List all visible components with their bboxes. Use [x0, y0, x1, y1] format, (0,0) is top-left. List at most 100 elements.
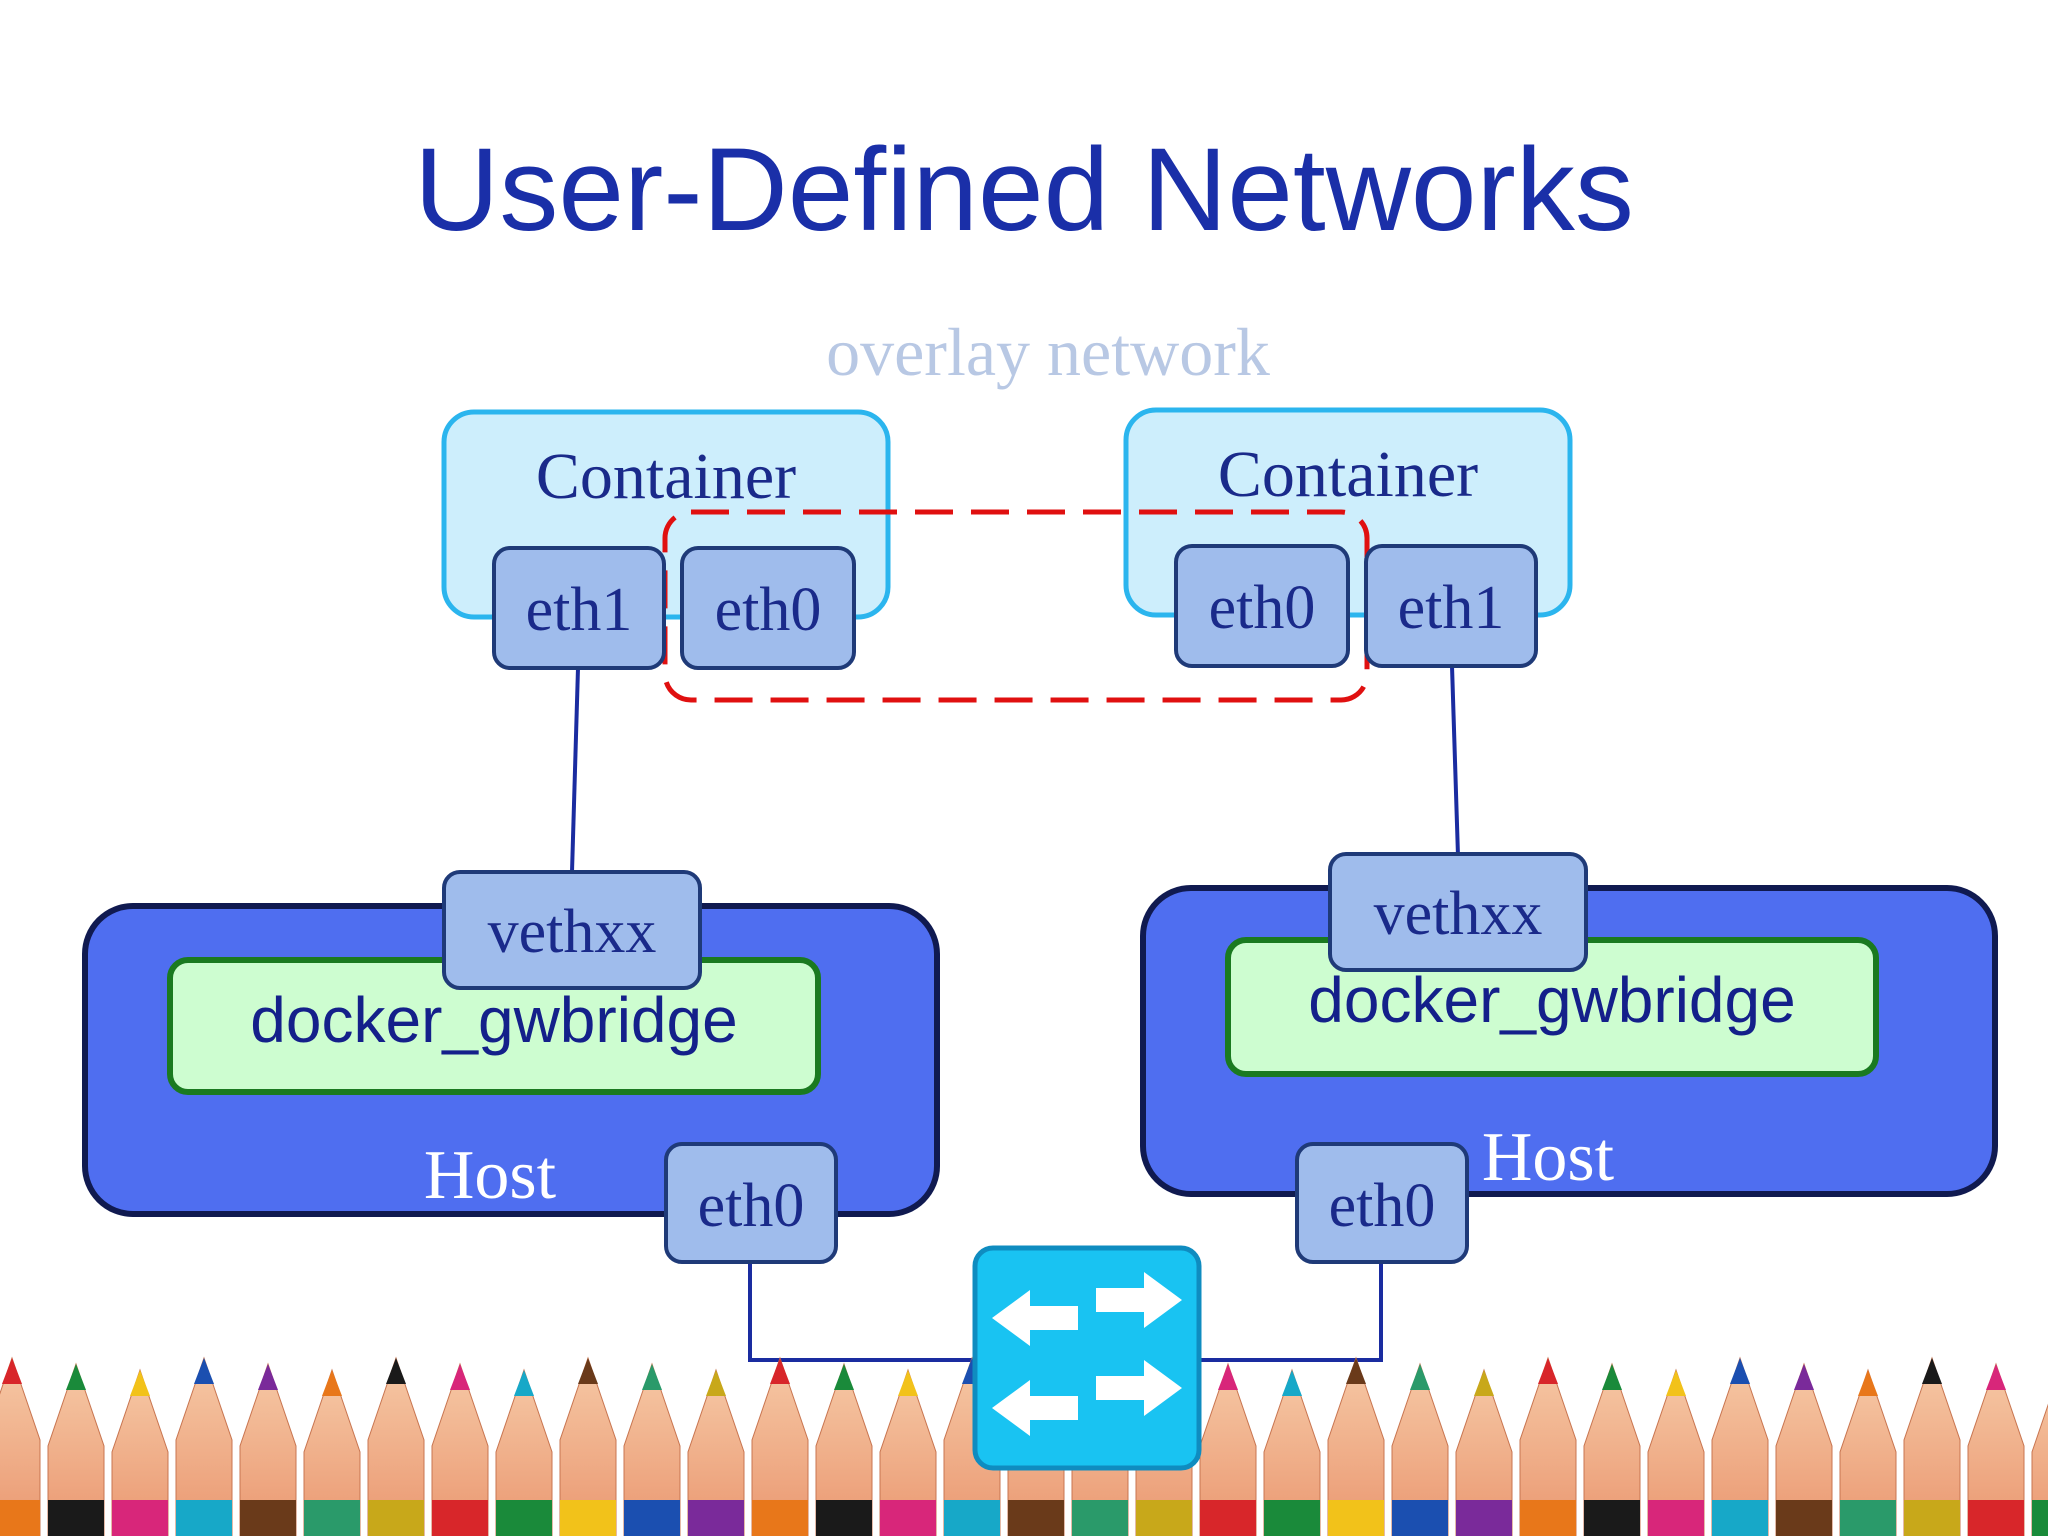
- pencil-tip: [770, 1358, 790, 1384]
- left-host: docker_gwbridge Host vethxx eth0: [82, 870, 940, 1264]
- pencil-shaft: [111, 1368, 169, 1536]
- left-container-label: Container: [536, 440, 796, 513]
- left-container-eth0-label: eth0: [715, 576, 822, 644]
- left-host-veth-label: vethxx: [488, 898, 657, 966]
- right-host: docker_gwbridge Host vethxx eth0: [1140, 852, 1998, 1264]
- link-left-host-switch: [748, 1262, 975, 1362]
- pencil-shaft: [751, 1356, 809, 1536]
- overlay-network-label: overlay network: [826, 314, 1270, 390]
- pencil-shaft: [47, 1362, 105, 1536]
- pencil-tip: [1858, 1370, 1878, 1396]
- left-bridge-label: docker_gwbridge: [250, 984, 737, 1056]
- pencil-tip: [1474, 1370, 1494, 1396]
- pencil-tip: [2, 1358, 22, 1384]
- pencil-tip: [1410, 1364, 1430, 1390]
- pencil-body: [560, 1500, 616, 1536]
- pencil-body: [1840, 1500, 1896, 1536]
- pencil-body: [1776, 1500, 1832, 1536]
- pencil-shaft: [431, 1362, 489, 1536]
- pencil-shaft: [815, 1362, 873, 1536]
- pencil-body: [1136, 1500, 1192, 1536]
- pencil-body: [688, 1500, 744, 1536]
- pencil-shaft: [239, 1362, 297, 1536]
- pencil-tip: [1666, 1370, 1686, 1396]
- right-container-eth0: eth0: [1174, 544, 1350, 668]
- pencil-shaft: [1903, 1356, 1961, 1536]
- pencil-tip: [322, 1370, 342, 1396]
- pencil-body: [368, 1500, 424, 1536]
- right-host-label: Host: [1482, 1119, 1615, 1196]
- pencil-body: [1584, 1500, 1640, 1536]
- pencil-shaft: [1647, 1368, 1705, 1536]
- pencil-shaft: [1583, 1362, 1641, 1536]
- pencil-body: [944, 1500, 1000, 1536]
- pencil-body: [1072, 1500, 1128, 1536]
- pencil-shaft: [1327, 1356, 1385, 1536]
- pencil-body: [1968, 1500, 2024, 1536]
- pencil-tip: [1602, 1364, 1622, 1390]
- pencil-tip: [1538, 1358, 1558, 1384]
- right-host-eth0-label: eth0: [1329, 1172, 1436, 1240]
- pencil-shaft: [1839, 1368, 1897, 1536]
- pencil-shaft: [0, 1356, 41, 1536]
- pencil-tip: [66, 1364, 86, 1390]
- network-switch-icon: [972, 1245, 1202, 1471]
- pencil-body: [1904, 1500, 1960, 1536]
- pencil-shaft: [303, 1368, 361, 1536]
- pencil-body: [1712, 1500, 1768, 1536]
- pencil-body: [48, 1500, 104, 1536]
- pencil-body: [1264, 1500, 1320, 1536]
- left-host-eth0-label: eth0: [698, 1172, 805, 1240]
- pencil-body: [112, 1500, 168, 1536]
- pencil-shaft: [1391, 1362, 1449, 1536]
- network-links: [570, 665, 1460, 1362]
- pencil-body: [624, 1500, 680, 1536]
- link-right-host-switch: [1200, 1262, 1383, 1362]
- left-container-eth0: eth0: [680, 546, 856, 670]
- pencil-body: [1648, 1500, 1704, 1536]
- pencil-shaft: [1263, 1368, 1321, 1536]
- pencil-body: [176, 1500, 232, 1536]
- slide-title: User-Defined Networks: [414, 124, 1634, 256]
- left-container-eth1-label: eth1: [526, 576, 633, 644]
- pencil-tip: [386, 1358, 406, 1384]
- pencil-shaft: [1455, 1368, 1513, 1536]
- pencil-tip: [450, 1364, 470, 1390]
- pencil-shaft: [687, 1368, 745, 1536]
- right-container-eth1-label: eth1: [1398, 574, 1505, 642]
- pencil-shaft: [623, 1362, 681, 1536]
- right-container-label: Container: [1218, 438, 1478, 511]
- right-host-veth-label: vethxx: [1374, 880, 1543, 948]
- pencil-tip: [1218, 1364, 1238, 1390]
- pencil-body: [1392, 1500, 1448, 1536]
- pencil-body: [496, 1500, 552, 1536]
- pencil-shaft: [1711, 1356, 1769, 1536]
- left-host-veth: vethxx: [442, 870, 702, 990]
- right-host-eth0: eth0: [1295, 1142, 1469, 1264]
- pencil-tip: [1730, 1358, 1750, 1384]
- pencil-tip: [1794, 1364, 1814, 1390]
- pencil-shaft: [559, 1356, 617, 1536]
- pencil-body: [432, 1500, 488, 1536]
- pencil-shaft: [1967, 1362, 2025, 1536]
- pencil-tip: [642, 1364, 662, 1390]
- pencil-tip: [258, 1364, 278, 1390]
- right-container-eth1: eth1: [1364, 544, 1538, 668]
- left-host-eth0: eth0: [664, 1142, 838, 1264]
- pencil-body: [1520, 1500, 1576, 1536]
- pencil-tip: [1282, 1370, 1302, 1396]
- pencil-tip: [1922, 1358, 1942, 1384]
- left-container-eth1: eth1: [492, 546, 666, 670]
- pencil-body: [752, 1500, 808, 1536]
- pencil-body: [2032, 1500, 2048, 1536]
- link-left-eth1-veth: [570, 667, 580, 873]
- link-right-eth1-veth: [1450, 665, 1460, 857]
- pencil-body: [1328, 1500, 1384, 1536]
- pencil-shaft: [1519, 1356, 1577, 1536]
- pencil-tip: [578, 1358, 598, 1384]
- pencil-body: [240, 1500, 296, 1536]
- pencil-shaft: [367, 1356, 425, 1536]
- pencil-body: [880, 1500, 936, 1536]
- pencil-body: [816, 1500, 872, 1536]
